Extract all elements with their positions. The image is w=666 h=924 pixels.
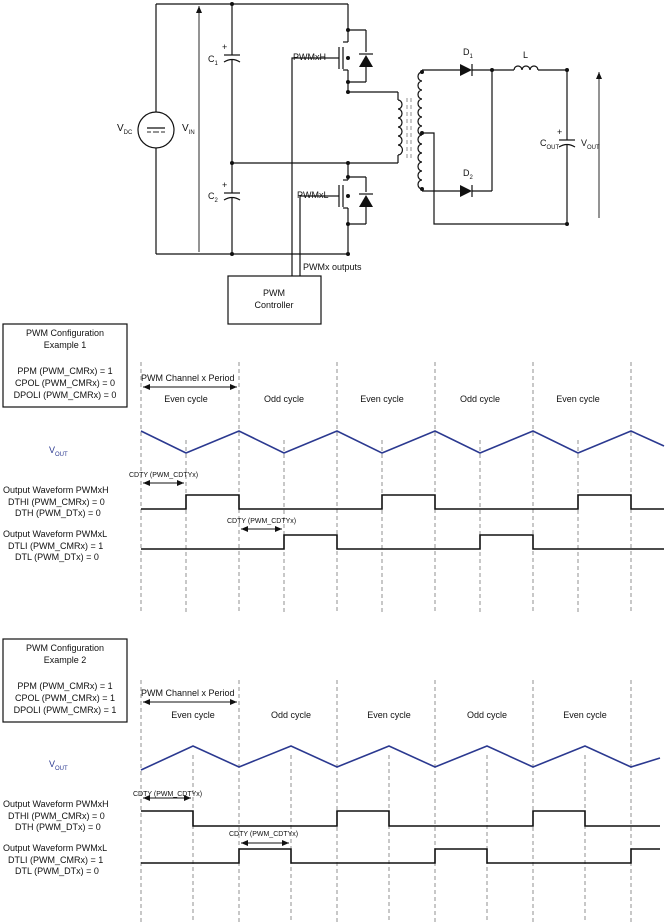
example-1-pwmxh-wave: [141, 494, 664, 510]
example-2-h-line1: DTHI (PWM_CMRx) = 0: [8, 811, 105, 821]
example-1-cycle-label: Even cycle: [360, 394, 404, 404]
example-2-cdty-h-label: CDTY (PWM_CDTYx): [133, 791, 202, 798]
c1-plus: +: [222, 42, 227, 52]
circuit-schematic: VDC VIN + + C1 C2: [117, 2, 602, 325]
example-1-h-title: Output Waveform PWMxH: [3, 485, 109, 495]
c2-label: C2: [208, 191, 219, 204]
low-side-mosfet: [326, 161, 373, 256]
example-1-cycle-label: Odd cycle: [460, 394, 500, 404]
example-2-ppm: PPM (PWM_CMRx) = 1: [17, 681, 112, 691]
high-side-mosfet: [326, 4, 373, 94]
example-2-cycle-label: Odd cycle: [467, 710, 507, 720]
example-2-l-line2: DTL (PWM_DTx) = 0: [15, 866, 99, 876]
example-2-period-label: PWM Channel x Period: [141, 688, 235, 698]
example-1-title2: Example 1: [44, 340, 87, 350]
example-2-vout-label: VOUT: [49, 759, 68, 772]
cout-plate-bottom: [558, 143, 576, 148]
example-2-h-title: Output Waveform PWMxH: [3, 799, 109, 809]
example-1-title1: PWM Configuration: [26, 328, 104, 338]
example-1-vout-label: VOUT: [49, 445, 68, 458]
junction-dot: [230, 2, 234, 6]
transformer-secondary: [417, 71, 423, 190]
example-1-cycle-label: Odd cycle: [264, 394, 304, 404]
example-2-pwmxh-wave: [141, 810, 660, 827]
example-1-l-title: Output Waveform PWMxL: [3, 529, 107, 539]
example-1-h-line1: DTHI (PWM_CMRx) = 0: [8, 497, 105, 507]
c2-plate-bottom: [223, 196, 241, 201]
center-tap-wire: [422, 132, 567, 225]
inductor: [513, 65, 539, 71]
d2-label: D2: [463, 168, 474, 181]
example-1-period-lines: [140, 362, 632, 612]
transformer-core: [406, 98, 412, 158]
example-2-pwmxl-wave: [141, 848, 660, 864]
example-2-cycle-label: Even cycle: [171, 710, 215, 720]
pwmxl-label: PWMxL: [297, 190, 329, 200]
example-2-cycle-label: Even cycle: [367, 710, 411, 720]
d2-diode: [460, 185, 473, 197]
pwmx-outputs-label: PWMx outputs: [303, 262, 362, 272]
example-1-l-line2: DTL (PWM_DTx) = 0: [15, 552, 99, 562]
example-2-cpol: CPOL (PWM_CMRx) = 1: [15, 693, 115, 703]
transformer-primary: [397, 99, 403, 156]
vdc-label: VDC: [117, 123, 133, 136]
c1-plate-bottom: [223, 58, 241, 63]
example-1-cycle-label: Even cycle: [164, 394, 208, 404]
example-1-l-line1: DTLI (PWM_CMRx) = 1: [8, 541, 103, 551]
example-1-cdty-l-label: CDTY (PWM_CDTYx): [227, 518, 296, 525]
example-2-l-line1: DTLI (PWM_CMRx) = 1: [8, 855, 103, 865]
example-2-vout-wave: [140, 745, 661, 771]
controller-line2: Controller: [254, 300, 293, 310]
example-1-vout-wave: [140, 430, 665, 454]
example-1-config-box: [2, 323, 128, 408]
example-1: PWM Configuration Example 1 PPM (PWM_CMR…: [2, 323, 665, 612]
vin-label: VIN: [182, 123, 195, 136]
vdc-source: [137, 111, 175, 149]
controller-line1: PWM: [263, 288, 285, 298]
example-2-period-lines: [140, 680, 632, 922]
example-1-h-line2: DTH (PWM_DTx) = 0: [15, 508, 101, 518]
gate-h-wire: [291, 57, 326, 276]
cout-plus: +: [557, 127, 562, 137]
example-1-cdty-h-label: CDTY (PWM_CDTYx): [129, 472, 198, 479]
example-1-ppm: PPM (PWM_CMRx) = 1: [17, 366, 112, 376]
cout-label: COUT: [540, 138, 560, 151]
example-2-config-box: [2, 638, 128, 723]
c1-label: C1: [208, 54, 219, 67]
example-2-dpoli: DPOLI (PWM_CMRx) = 1: [14, 705, 117, 715]
example-2-l-title: Output Waveform PWMxL: [3, 843, 107, 853]
example-1-dpoli: DPOLI (PWM_CMRx) = 0: [14, 390, 117, 400]
junction-dot: [230, 252, 234, 256]
example-2-cdty-l-label: CDTY (PWM_CDTYx): [229, 831, 298, 838]
pwmxh-label: PWMxH: [293, 52, 326, 62]
c2-plus: +: [222, 180, 227, 190]
vout-label: VOUT: [581, 138, 600, 151]
inductor-label: L: [523, 50, 528, 60]
pwm-controller-box: [227, 275, 322, 325]
example-2: PWM Configuration Example 2 PPM (PWM_CMR…: [2, 638, 661, 922]
example-1-pwmxl-wave: [141, 534, 664, 550]
example-2-title1: PWM Configuration: [26, 643, 104, 653]
example-2-cycle-label: Even cycle: [563, 710, 607, 720]
example-1-period-label: PWM Channel x Period: [141, 373, 235, 383]
example-2-h-line2: DTH (PWM_DTx) = 0: [15, 822, 101, 832]
gate-l-wire: [299, 195, 326, 276]
example-2-cycle-label: Odd cycle: [271, 710, 311, 720]
d1-diode: [460, 64, 473, 76]
example-1-cycle-label: Even cycle: [556, 394, 600, 404]
example-1-cpol: CPOL (PWM_CMRx) = 0: [15, 378, 115, 388]
d1-label: D1: [463, 47, 474, 60]
example-2-title2: Example 2: [44, 655, 87, 665]
